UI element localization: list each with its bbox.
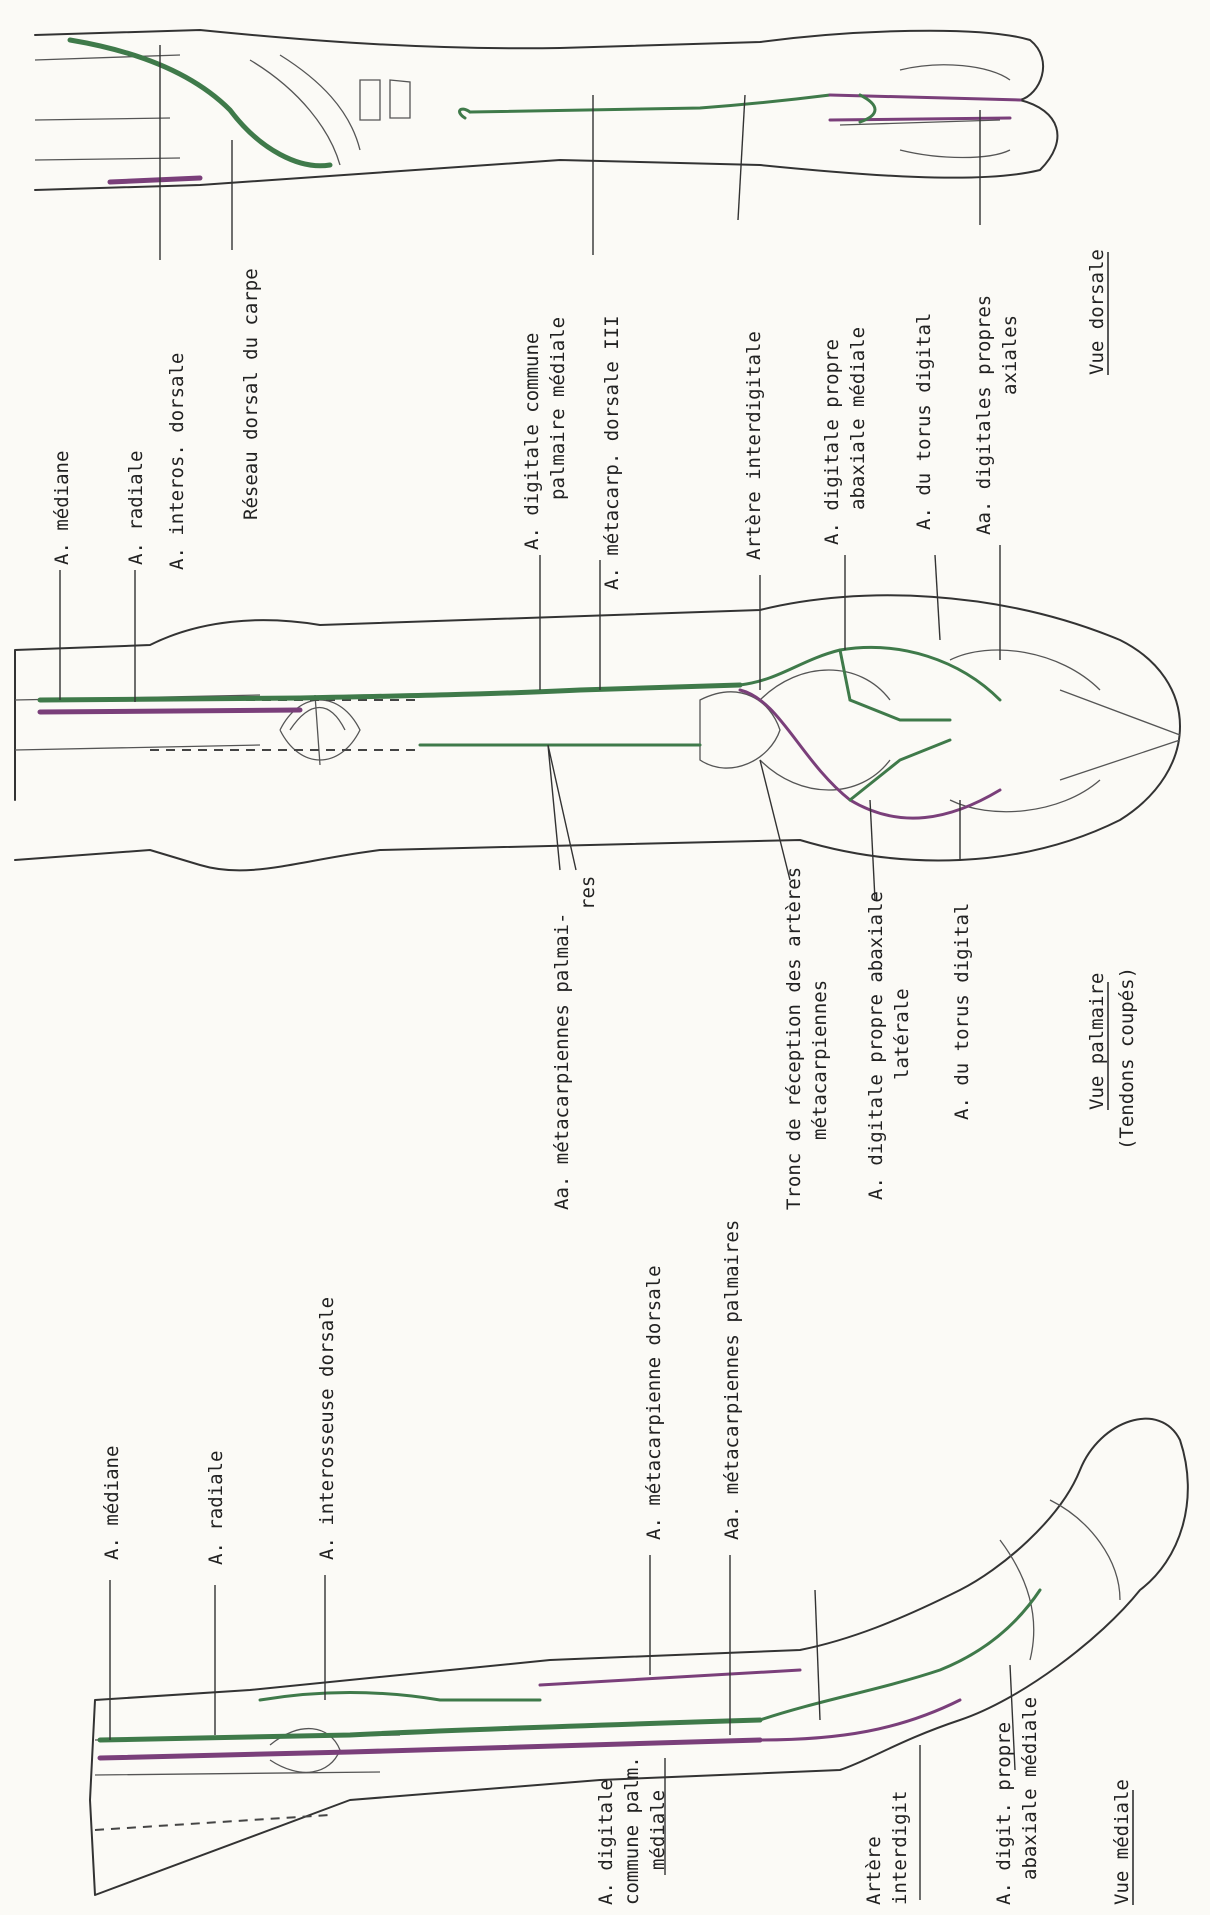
label-digitale-propre-abaxiale-1: A. digitale propre [821,339,843,545]
label-interos-dorsale: A. interos. dorsale [166,353,188,570]
label-digitale-commune-medial-2: commune palm. [621,1756,643,1905]
label-artere-interdigit-1: Artère [863,1836,885,1905]
label-torus-digital-palmar: A. du torus digital [951,903,973,1120]
label-metacarpiennes-palmaires: Aa. métacarpiennes palmaires [721,1220,743,1540]
label-mediane-medial: A. médiane [101,1446,123,1560]
label-tronc-reception-2: métacarpiennes [809,980,831,1140]
label-torus-digital-dorsal: A. du torus digital [913,313,935,530]
label-digitale-commune-medial-1: A. digitale [595,1779,617,1905]
label-digit-propre-abaxiale-2: abaxiale médiale [1019,1697,1041,1880]
label-digitales-propres-axiales-2: axiales [999,315,1021,395]
medial-labels: A. médiane A. radiale A. interosseuse do… [101,1220,1133,1905]
label-artere-interdigit-2: interdigit [889,1791,911,1905]
label-digitale-abaxiale-laterale-2: latérale [891,988,913,1080]
caption-vue-palmaire: Vue palmaire [1086,973,1108,1110]
label-reseau-dorsal-carpe: Réseau dorsal du carpe [240,268,262,520]
label-metacarpienne-dorsale: A. métacarpienne dorsale [643,1265,665,1540]
label-mediane-palmar: A. médiane [51,451,73,565]
dorsal-labels: A. interos. dorsale Réseau dorsal du car… [166,249,1108,590]
label-digit-propre-abaxiale-1: A. digit. propre [993,1722,1015,1905]
caption-tendons-coupes: (Tendons coupés) [1116,967,1138,1150]
label-digitale-commune-2: palmaire médiale [547,317,569,500]
label-digitale-abaxiale-laterale-1: A. digitale propre abaxiale [865,891,887,1200]
dorsal-view-drawing [35,30,1057,190]
label-digitales-propres-axiales-1: Aa. digitales propres [973,295,995,535]
label-radiale-medial: A. radiale [205,1451,227,1565]
palmar-view-drawing [15,595,1180,870]
label-digitale-commune-1: A. digitale commune [521,333,543,550]
label-metacarpiennes-palmaires-1: Aa. métacarpiennes palmai- [551,913,573,1210]
label-radiale-palmar: A. radiale [125,451,147,565]
label-digitale-commune-medial-3: médiale [647,1790,669,1870]
label-digitale-propre-abaxiale-2: abaxiale médiale [847,327,869,510]
caption-vue-mediale: Vue médiale [1111,1779,1133,1905]
label-metacarpiennes-palmaires-2: res [577,876,599,910]
label-metacarp-dorsale-iii: A. métacarp. dorsale III [601,315,623,590]
label-tronc-reception-1: Tronc de réception des artères [783,867,805,1210]
label-artere-interdigitale: Artère interdigitale [743,331,765,560]
label-interosseuse-dorsale: A. interosseuse dorsale [316,1297,338,1560]
caption-vue-dorsale: Vue dorsale [1086,249,1108,375]
